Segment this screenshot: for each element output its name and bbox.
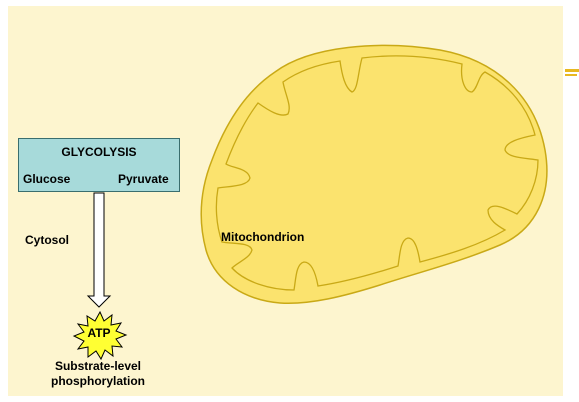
glycolysis-title: GLYCOLYSIS bbox=[19, 145, 179, 159]
glucose-label: Glucose bbox=[23, 172, 70, 186]
note-icon bbox=[565, 69, 579, 76]
mitochondrion-label: Mitochondrion bbox=[221, 230, 304, 244]
substrate-level-phosphorylation-label: Substrate-level phosphorylation bbox=[46, 359, 150, 389]
down-arrow-icon bbox=[88, 193, 110, 307]
pyruvate-label: Pyruvate bbox=[118, 172, 169, 186]
atp-label: ATP bbox=[83, 326, 115, 340]
glycolysis-box: GLYCOLYSIS Glucose Pyruvate bbox=[18, 138, 180, 192]
cytosol-label: Cytosol bbox=[25, 233, 69, 247]
